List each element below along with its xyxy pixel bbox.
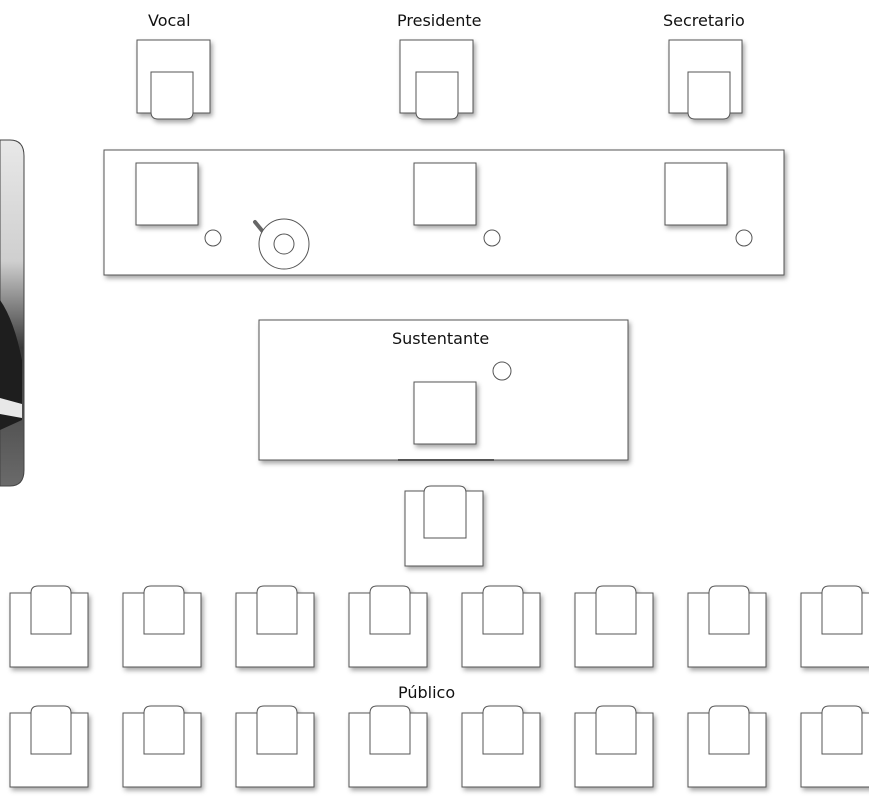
audience-chair <box>800 705 869 788</box>
audience-chair <box>235 585 315 668</box>
audience-chair <box>574 585 654 668</box>
paper-sustentante <box>413 381 477 445</box>
label-presidente: Presidente <box>397 11 482 30</box>
judges-table <box>103 149 785 276</box>
photo-fragment <box>0 139 25 487</box>
timer-icon <box>253 218 310 270</box>
audience-seating <box>9 585 869 788</box>
label-publico: Público <box>398 683 456 702</box>
audience-chair <box>235 705 315 788</box>
audience-chair <box>122 705 202 788</box>
chair-vocal <box>136 39 211 120</box>
label-secretario: Secretario <box>663 11 745 30</box>
audience-chair <box>574 705 654 788</box>
label-vocal: Vocal <box>148 11 191 30</box>
label-sustentante: Sustentante <box>392 329 490 348</box>
audience-chair <box>461 705 541 788</box>
paper-secretario <box>664 162 728 226</box>
audience-chair <box>348 585 428 668</box>
audience-chair <box>348 705 428 788</box>
audience-chair <box>800 585 869 668</box>
audience-chair <box>9 705 89 788</box>
glass-secretario <box>735 229 753 247</box>
paper-vocal <box>135 162 199 226</box>
glass-presidente <box>483 229 501 247</box>
audience-chair <box>687 705 767 788</box>
chair-secretario <box>668 39 743 120</box>
chair-sustentante <box>404 485 484 567</box>
audience-chair <box>687 585 767 668</box>
chair-presidente <box>399 39 474 120</box>
audience-chair <box>461 585 541 668</box>
glass-sustentante <box>492 361 512 381</box>
audience-chair <box>122 585 202 668</box>
glass-vocal <box>204 229 222 247</box>
sustentante-table <box>258 319 629 461</box>
paper-presidente <box>413 162 477 226</box>
audience-chair <box>9 585 89 668</box>
